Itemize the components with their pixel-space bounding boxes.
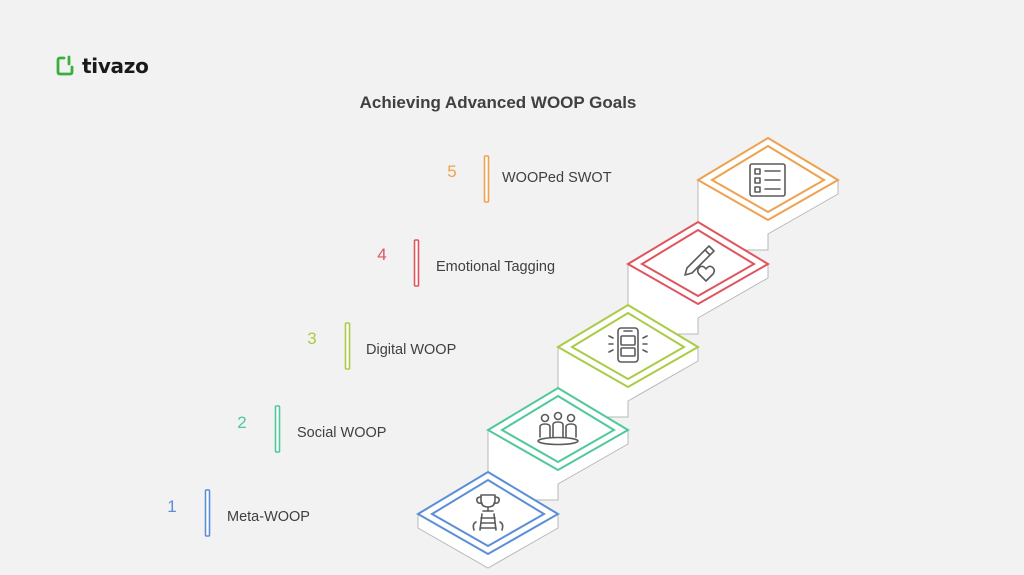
step-2-bar [274,405,281,453]
step-4-number: 4 [377,245,386,264]
label-step-4: 4 Emotional Tagging [377,239,555,287]
group-of-people-icon [537,411,579,446]
checklist-icon [749,163,786,197]
step-5 [696,136,840,222]
trophy-ladder-icon [472,494,504,531]
step-2-tile [486,386,630,472]
label-step-3: 3 Digital WOOP [307,322,456,370]
smartphone-notification-icon [608,327,648,363]
diagram-title: Achieving Advanced WOOP Goals [359,93,637,112]
brand-logo: tivazo [56,54,149,78]
step-5-tile [696,136,840,222]
label-step-5: 5 WOOPed SWOT [447,155,612,203]
brand-name: tivazo [82,54,149,78]
step-3-bar [344,322,351,370]
step-4-bar [413,239,420,287]
step-4 [626,220,770,306]
step-2 [486,386,630,472]
step-2-number: 2 [237,413,246,432]
step-5-number: 5 [447,162,456,181]
label-step-1: 1 Meta-WOOP [167,489,310,537]
label-step-2: 2 Social WOOP [237,405,386,453]
step-5-bar [483,155,490,203]
step-3-number: 3 [307,329,316,348]
step-1-number: 1 [167,497,176,516]
step-1-label: Meta-WOOP [227,509,310,525]
step-labels: 1 Meta-WOOP 2 Social WOOP 3 Digital WOOP… [167,155,612,537]
step-3-tile [556,303,700,389]
step-1-bar [204,489,211,537]
step-3-label: Digital WOOP [366,342,456,358]
step-3 [556,303,700,389]
brand-logo-icon [56,55,74,76]
step-5-label: WOOPed SWOT [502,170,612,186]
step-4-label: Emotional Tagging [436,259,555,275]
pencil-heart-icon [684,245,716,282]
step-1 [416,470,560,556]
step-1-tile [416,470,560,556]
step-4-tile [626,220,770,306]
step-2-label: Social WOOP [297,425,386,441]
